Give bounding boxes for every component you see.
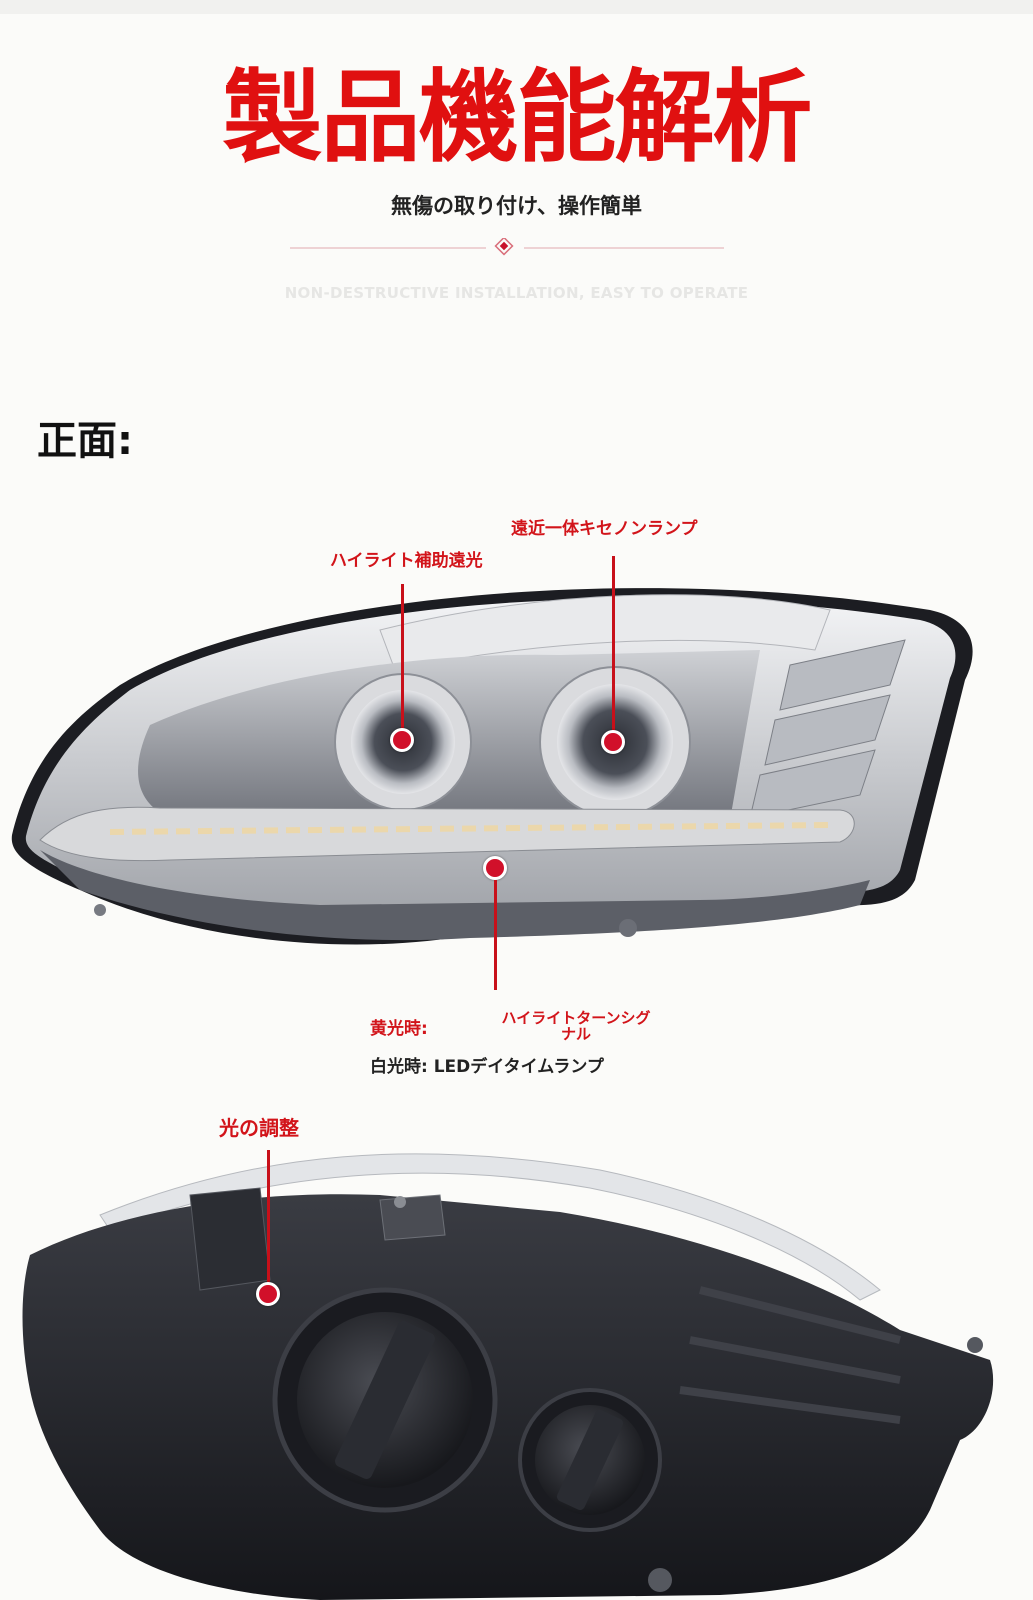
divider-diamond-icon	[290, 238, 724, 256]
callout-light-adjust: 光の調整	[219, 1116, 299, 1140]
marker-dot	[601, 730, 625, 754]
callout-xenon-lamp: 遠近一体キセノンランプ	[511, 519, 698, 539]
top-band	[0, 0, 1033, 14]
pointer-line	[401, 584, 404, 741]
marker-dot	[256, 1282, 280, 1306]
white-light-note: 白光時: LEDデイタイムランプ	[370, 1057, 604, 1077]
marker-dot	[483, 856, 507, 880]
pointer-line	[612, 556, 615, 742]
pointer-line	[267, 1150, 270, 1290]
marker-dot	[390, 728, 414, 752]
pointer-line	[494, 880, 497, 990]
english-subtitle: NON-DESTRUCTIVE INSTALLATION, EASY TO OP…	[284, 284, 749, 302]
page-subtitle: 無傷の取り付け、操作簡単	[391, 194, 642, 218]
front-section-label: 正面:	[37, 418, 133, 464]
page-title: 製品機能解析	[222, 59, 813, 176]
callout-high-beam-aux: ハイライト補助遠光	[330, 551, 483, 571]
callout-yellow-light: 黄光時:	[370, 1019, 428, 1039]
headlight-front-photo	[11, 588, 973, 945]
callout-turn-signal: ハイライトターンシグナル	[501, 1009, 651, 1043]
headlight-back-photo	[22, 1153, 994, 1600]
